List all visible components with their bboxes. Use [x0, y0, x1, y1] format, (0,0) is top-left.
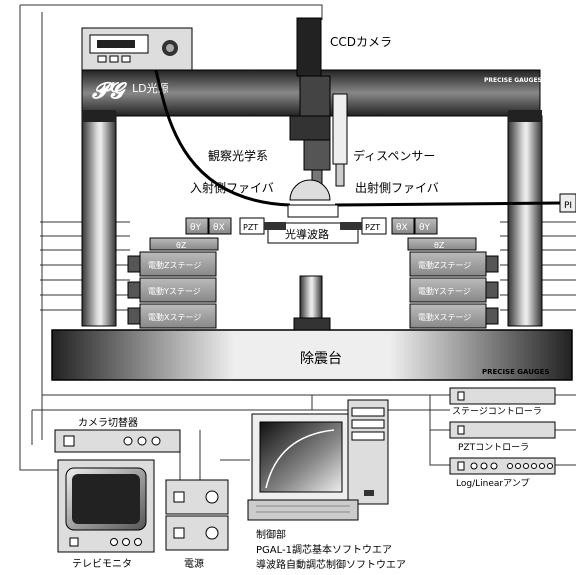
ccd-camera-label: CCDカメラ — [330, 35, 392, 49]
log-linear-amp-label: Log/Linearアンプ — [456, 478, 529, 489]
svg-text:θX: θX — [396, 223, 408, 233]
waveguide: 光導波路 — [267, 204, 359, 244]
right-stage-group: PZT θX θY θZ 電動Zステージ 電動Yステージ 電動Xステージ — [340, 217, 499, 329]
pi-tag: PI — [559, 193, 576, 213]
ld-source-box — [81, 27, 193, 71]
svg-text:PI: PI — [564, 201, 572, 211]
brand-bottom: PRECISE GAUGES — [482, 368, 550, 376]
observation-optics-label: 観察光学系 — [208, 148, 268, 163]
power-supply: 電源 — [165, 479, 229, 570]
svg-text:PZT: PZT — [243, 223, 258, 232]
right-stage-y: 電動Yステージ — [418, 287, 471, 296]
control-unit-label: 制御部 — [256, 528, 286, 541]
output-fiber-label: 出射側ファイバ — [355, 180, 439, 195]
isolation-table-label: 除震台 — [300, 351, 342, 367]
camera-switcher: カメラ切替器 — [54, 416, 181, 453]
svg-text:θY: θY — [190, 223, 202, 233]
isolation-table: 除震台 PRECISE GAUGES — [51, 329, 573, 381]
svg-text:θX: θX — [213, 223, 225, 233]
svg-text:θY: θY — [419, 223, 431, 233]
dispenser-label: ディスペンサー — [353, 148, 435, 163]
left-stage-y: 電動Yステージ — [148, 287, 201, 296]
tv-monitor-label: テレビモニタ — [72, 558, 132, 570]
software-basic-label: PGAL-1調芯基本ソフトウエア — [256, 543, 392, 556]
svg-text:𝓟𝓖: 𝓟𝓖 — [92, 79, 128, 104]
pzt-controller: PZTコントローラ — [449, 421, 556, 453]
software-auto-label: 導波路自動調芯制御ソフトウエア — [256, 558, 406, 571]
left-stage-group: θY θX PZT θZ 電動Zステージ 電動Yステージ 電動Xステージ — [127, 217, 286, 329]
right-stage-x: 電動Xステージ — [418, 313, 471, 322]
power-supply-label: 電源 — [184, 557, 204, 570]
svg-text:θZ: θZ — [434, 241, 445, 250]
tv-monitor-icon: テレビモニタ — [57, 459, 155, 570]
right-stage-z: 電動Zステージ — [418, 261, 471, 270]
svg-text:PZT: PZT — [365, 223, 380, 232]
log-linear-amp: Log/Linearアンプ — [449, 457, 556, 489]
input-fiber-label: 入射側ファイバ — [190, 180, 274, 195]
brand-top: PRECISE GAUGES — [484, 77, 542, 84]
ccd-camera-icon — [289, 17, 348, 331]
left-stage-x: 電動Xステージ — [148, 313, 201, 322]
stage-controller-label: ステージコントローラ — [452, 406, 542, 417]
waveguide-label: 光導波路 — [285, 227, 329, 241]
stage-controller: ステージコントローラ — [449, 387, 556, 417]
svg-text:θZ: θZ — [176, 241, 187, 250]
pg-logo-top: 𝓟𝓖 — [92, 79, 128, 104]
left-stage-z: 電動Zステージ — [148, 261, 201, 270]
camera-switcher-label: カメラ切替器 — [78, 416, 138, 429]
ld-source-label: LD光源 — [132, 81, 169, 95]
computer-icon — [247, 399, 389, 521]
pzt-controller-label: PZTコントローラ — [458, 442, 529, 453]
